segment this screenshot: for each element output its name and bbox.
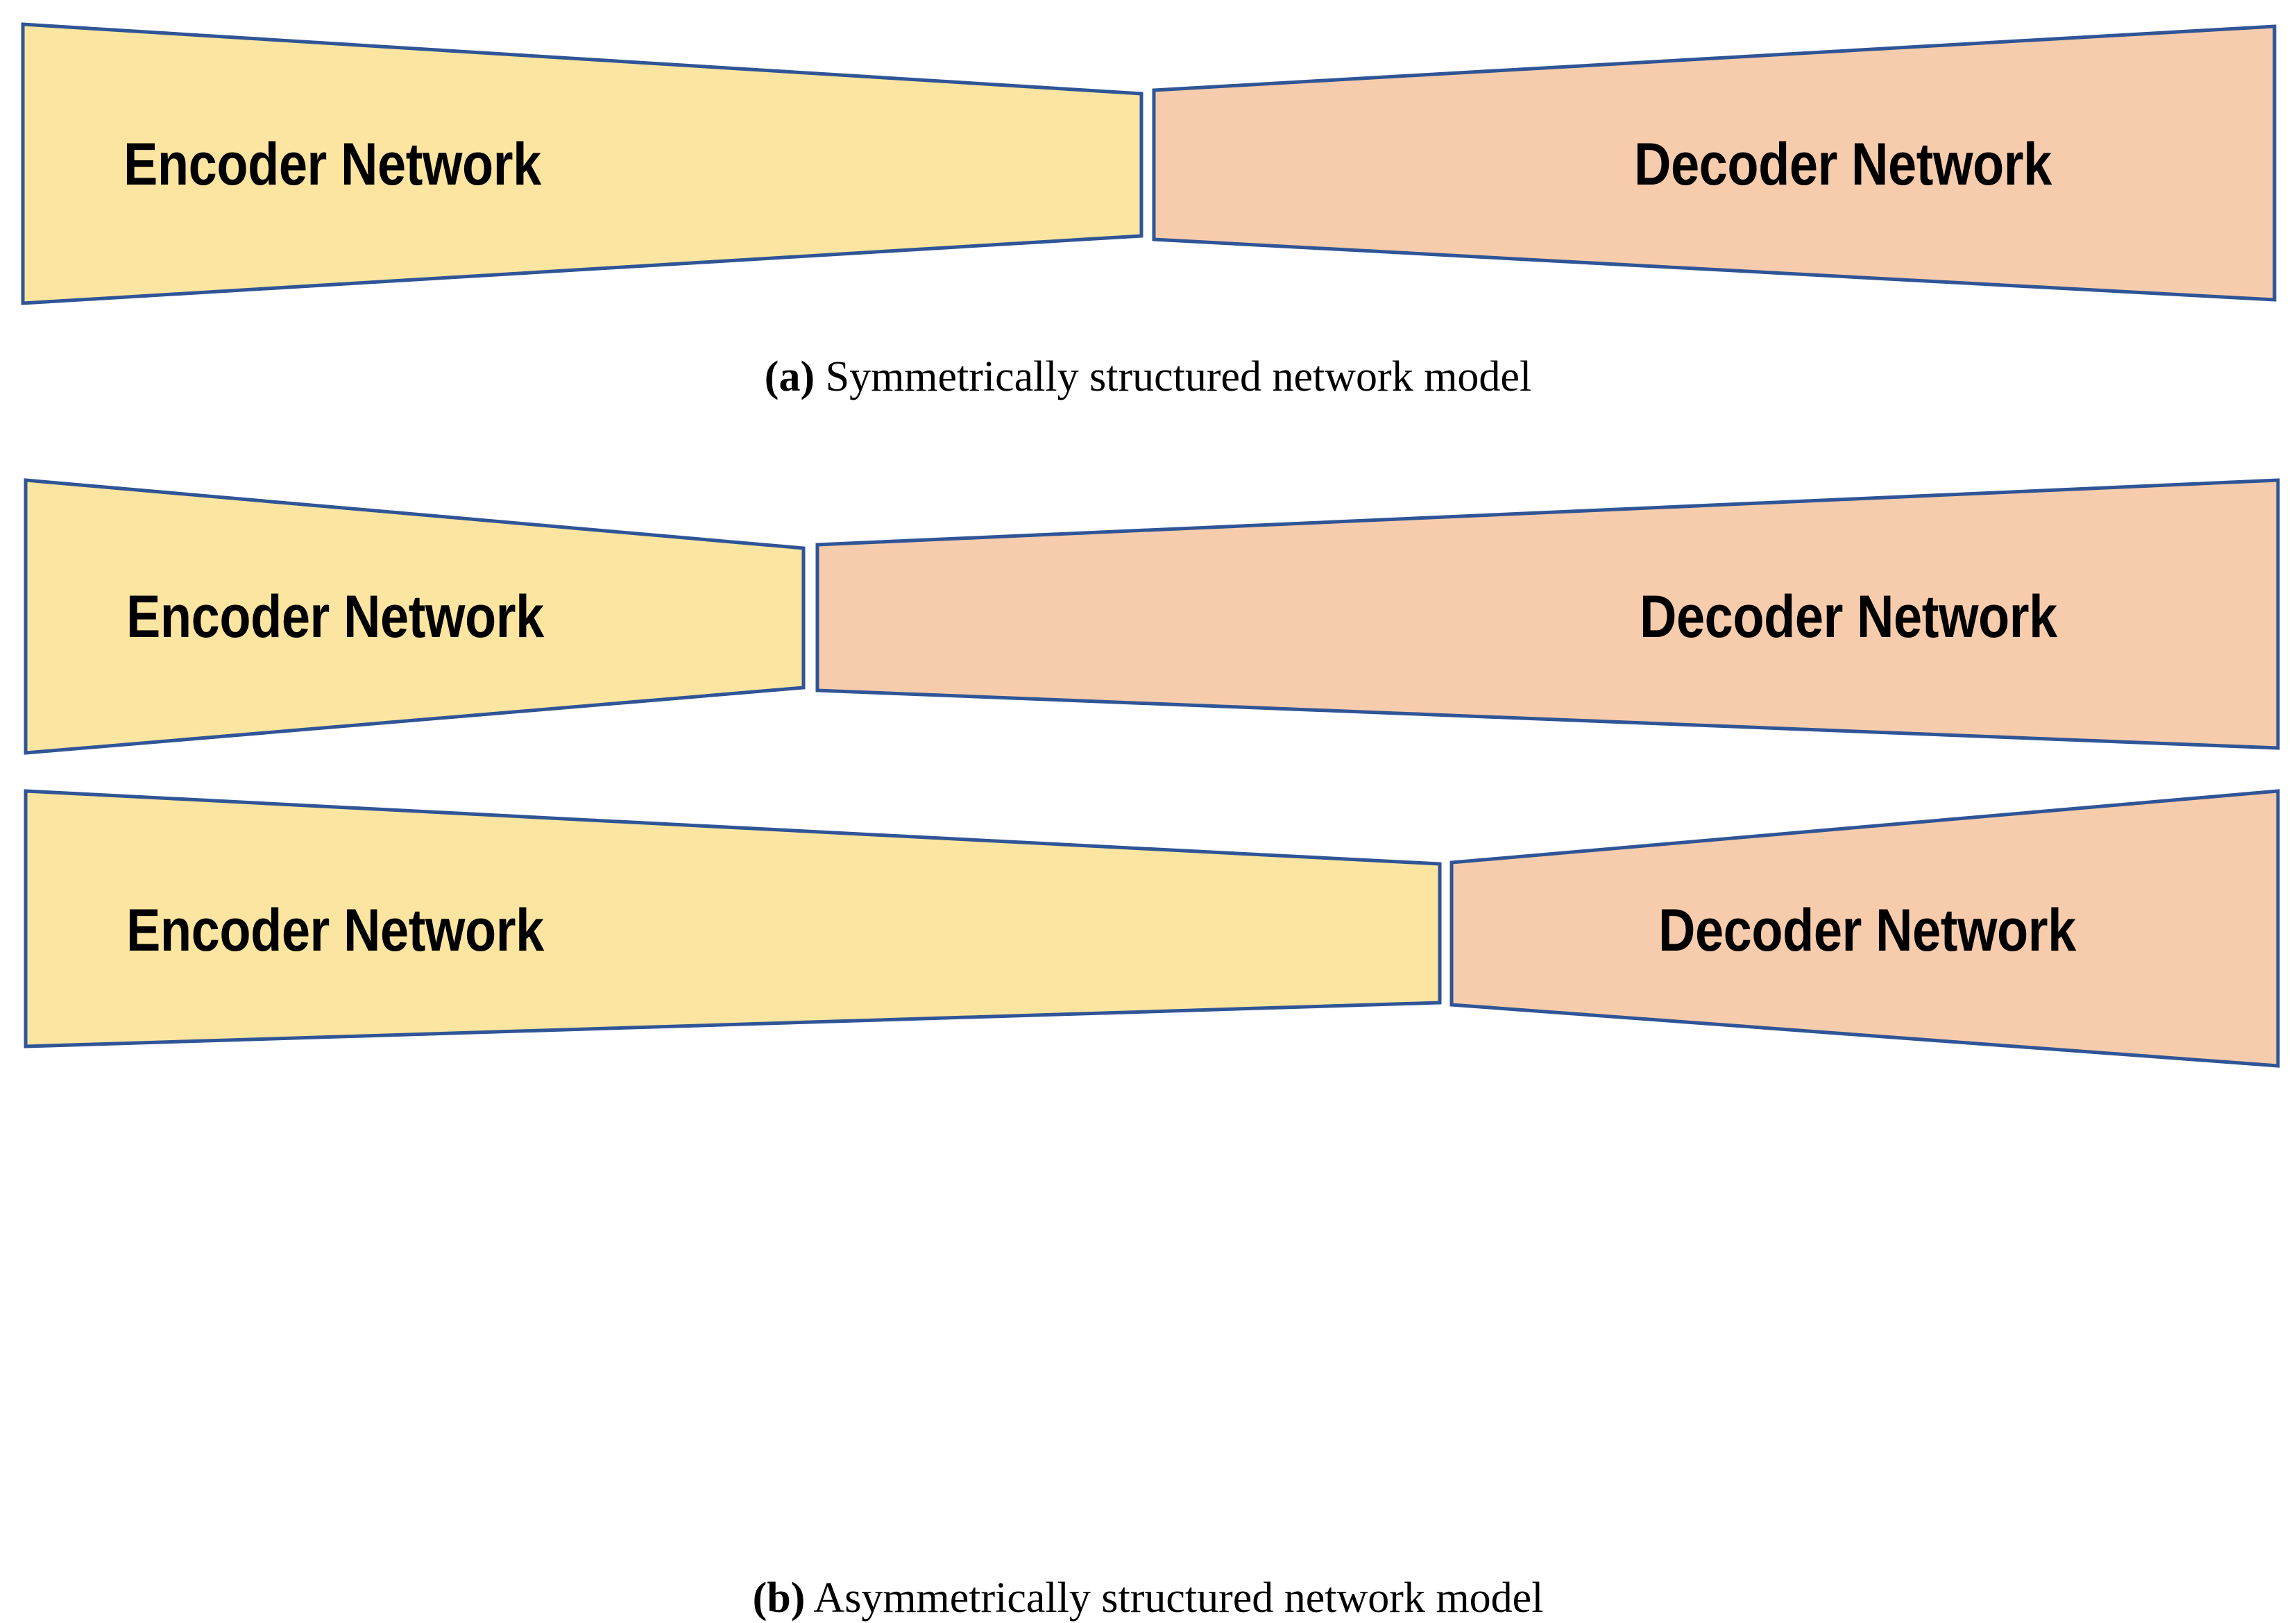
caption-b-text: Asymmetrically structured network model [805, 1574, 1544, 1622]
encoder-trapezoid-a [21, 22, 1143, 305]
decoder-trapezoid-b2 [1449, 789, 2280, 1068]
panel-asymmetric: Encoder Network Decoder Network Encoder … [0, 451, 2296, 1622]
encoder-trapezoid-b1 [24, 478, 806, 755]
caption-b: (b) Asymmetrically structured network mo… [0, 1574, 2296, 1623]
caption-a-marker: (a) [764, 353, 815, 400]
decoder-trapezoid-b1 [815, 478, 2280, 750]
caption-b-marker: (b) [752, 1574, 806, 1622]
symmetric-model-shapes [21, 22, 2277, 305]
decoder-trapezoid-a [1152, 24, 2277, 302]
shape-stage-a: Encoder Network Decoder Network [0, 0, 2296, 326]
caption-a-text: Symmetrically structured network model [815, 353, 1532, 400]
shape-stage-b: Encoder Network Decoder Network Encoder … [0, 451, 2296, 1076]
encoder-trapezoid-b2 [24, 789, 1442, 1048]
caption-a: (a) Symmetrically structured network mod… [0, 352, 2296, 402]
asymmetric-model-shapes [24, 478, 2280, 1068]
panel-symmetric: Encoder Network Decoder Network (a) Symm… [0, 0, 2296, 444]
